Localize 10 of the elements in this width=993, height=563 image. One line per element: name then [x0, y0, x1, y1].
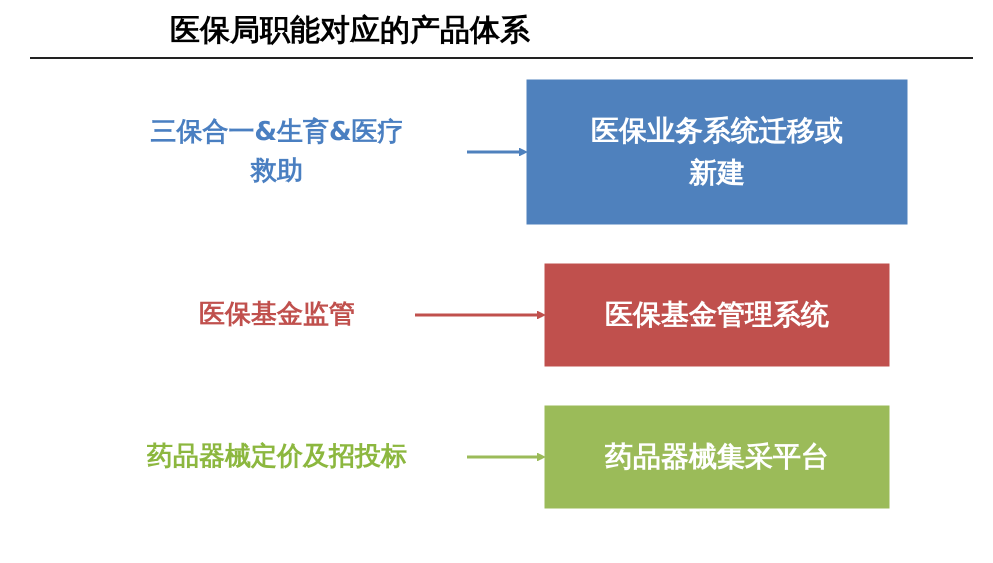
node-box: 医保基金管理系统	[544, 264, 889, 366]
node-text: 三保合一&生育&医疗救助	[150, 117, 404, 186]
node-text: 医保基金监管	[198, 300, 354, 330]
arrow	[466, 148, 527, 156]
arrow	[414, 310, 545, 320]
arrow	[466, 452, 545, 462]
node-text: 药品器械定价及招投标	[146, 442, 406, 472]
node-box: 药品器械集采平台	[544, 406, 889, 508]
node-box: 医保业务系统迁移或新建	[526, 80, 907, 224]
diagram-title: 医保局职能对应的产品体系	[170, 12, 531, 50]
